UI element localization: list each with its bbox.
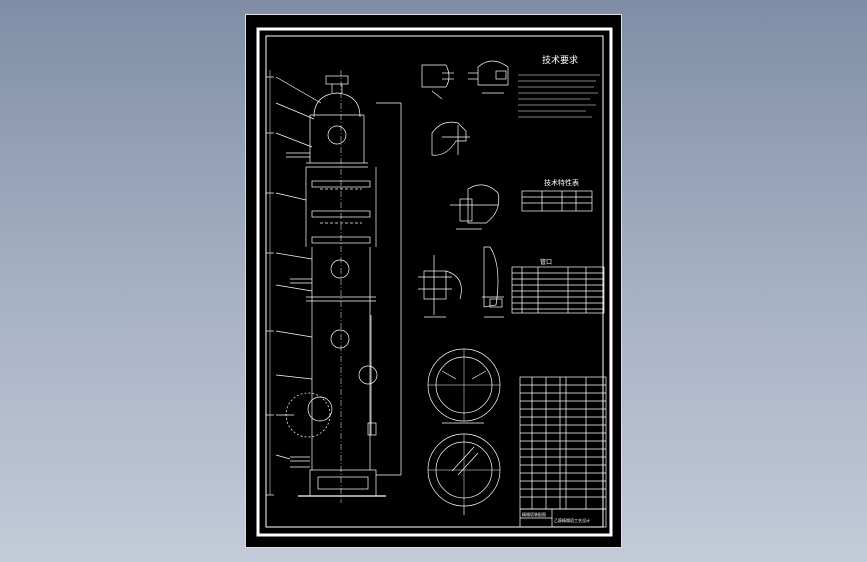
nozzle-table <box>511 266 605 314</box>
tech-characteristics-title: 技术特性表 <box>544 178 579 187</box>
detail-views <box>418 60 509 515</box>
outer-border <box>256 27 613 537</box>
title-block <box>519 508 607 528</box>
inner-border <box>265 35 604 528</box>
technical-characteristics-table <box>521 190 593 212</box>
tech-requirements-title: 技术要求 <box>542 54 578 66</box>
parts-list-table <box>519 376 607 510</box>
drawing-title: 乙醇精馏塔工艺设计 <box>554 517 590 523</box>
sheet-title: 精馏塔装配图 <box>522 511 546 517</box>
cad-drawing-canvas: 技术要求 技术特性表 管口 精馏塔装配图 乙醇精馏塔工艺设计 <box>256 27 613 537</box>
nozzle-table-title: 管口 <box>540 258 552 266</box>
cad-drawing-sheet: 技术要求 技术特性表 管口 精馏塔装配图 乙醇精馏塔工艺设计 <box>245 14 622 548</box>
technical-requirements <box>518 74 600 118</box>
distillation-column <box>266 70 402 503</box>
